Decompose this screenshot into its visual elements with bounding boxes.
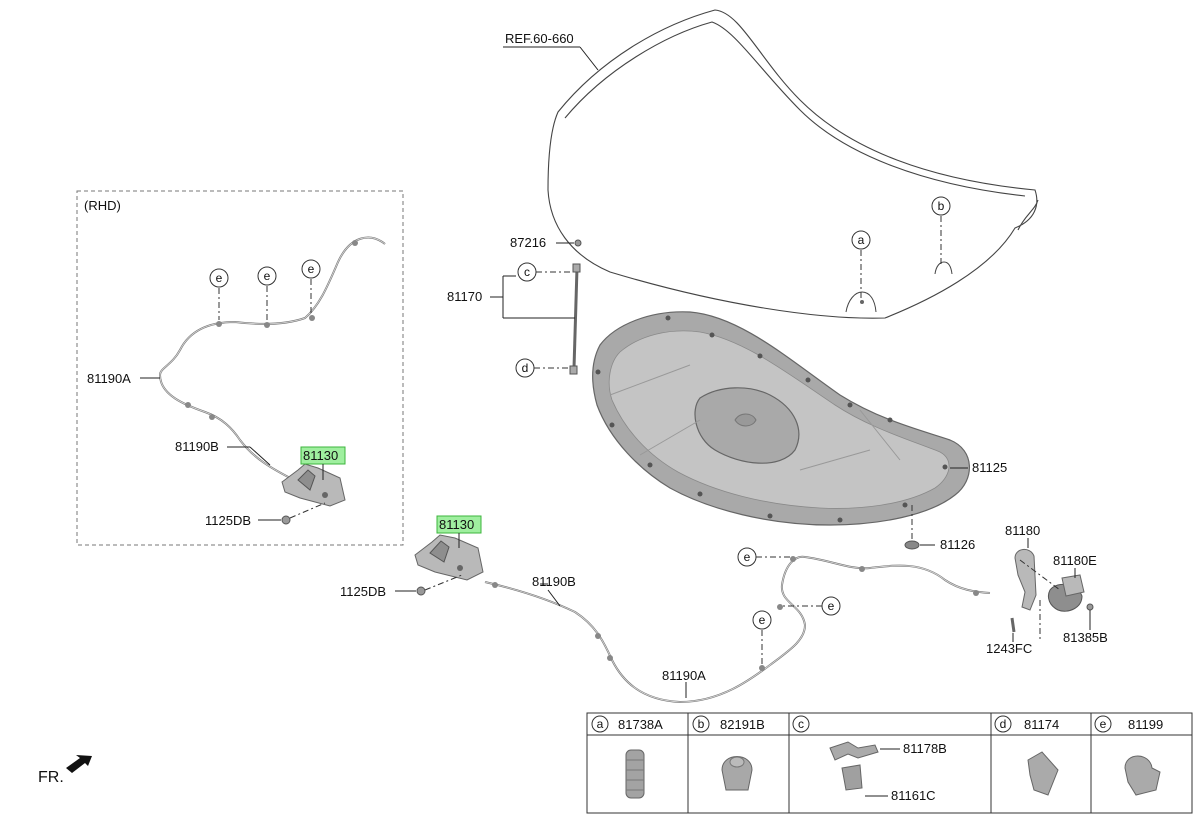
- fastener-legend-table: a 81738A b 82191B c 81178B 81161C d 81: [586, 712, 1193, 814]
- callout-e-rhd-1: e: [209, 268, 229, 320]
- svg-text:81199: 81199: [1128, 717, 1163, 732]
- svg-text:81190A: 81190A: [662, 668, 706, 683]
- svg-text:81130: 81130: [303, 448, 338, 463]
- svg-text:e: e: [1100, 717, 1107, 731]
- svg-text:81190B: 81190B: [175, 439, 219, 454]
- svg-text:81385B: 81385B: [1063, 630, 1108, 645]
- part-81126: 81126: [904, 505, 975, 552]
- svg-text:e: e: [216, 271, 223, 285]
- svg-text:c: c: [524, 265, 530, 279]
- svg-text:81125: 81125: [972, 460, 1007, 475]
- svg-text:FR.: FR.: [38, 769, 64, 786]
- svg-text:a: a: [858, 233, 865, 247]
- svg-text:81174: 81174: [1024, 717, 1059, 732]
- callout-e-lhd-1: e: [737, 547, 790, 567]
- svg-text:(RHD): (RHD): [84, 198, 121, 213]
- svg-text:81190B: 81190B: [532, 574, 576, 589]
- svg-text:81180: 81180: [1005, 523, 1040, 538]
- legend-d: d 81174: [994, 715, 1059, 796]
- svg-text:b: b: [698, 717, 705, 731]
- svg-text:e: e: [828, 599, 835, 613]
- rhd-section: (RHD) e e e 81190A 81190B 81130 1125DB: [76, 190, 404, 546]
- svg-text:1125DB: 1125DB: [340, 584, 386, 599]
- legend-b: b 82191B: [692, 715, 765, 791]
- svg-text:d: d: [1000, 717, 1007, 731]
- hood-latch-81130: 81130 1125DB: [340, 515, 484, 599]
- svg-text:87216: 87216: [510, 235, 546, 250]
- callout-a-hood: a: [851, 230, 871, 298]
- svg-text:81190A: 81190A: [87, 371, 131, 386]
- callout-e-rhd-2: e: [257, 266, 277, 320]
- svg-text:81180E: 81180E: [1053, 553, 1097, 568]
- svg-text:81738A: 81738A: [618, 717, 663, 732]
- svg-text:e: e: [308, 262, 315, 276]
- svg-text:e: e: [759, 613, 766, 627]
- label-81125: 81125: [950, 460, 1007, 475]
- svg-text:81170: 81170: [447, 289, 482, 304]
- callout-e-lhd-2: e: [782, 596, 841, 616]
- ref-text: REF.60-660: [505, 31, 574, 46]
- callout-e-rhd-3: e: [301, 259, 321, 314]
- svg-text:d: d: [522, 361, 529, 375]
- release-cable: 81190B 81190A e e e: [484, 547, 991, 704]
- svg-text:81126: 81126: [940, 537, 975, 552]
- svg-text:e: e: [264, 269, 271, 283]
- hood-stay-rod-81170: 87216 81170 c d: [447, 235, 582, 378]
- hood-panel: [547, 9, 1039, 319]
- svg-text:81130: 81130: [439, 517, 474, 532]
- svg-text:a: a: [597, 717, 604, 731]
- front-direction-indicator: FR.: [38, 755, 92, 786]
- svg-text:82191B: 82191B: [720, 717, 765, 732]
- ref-label: REF.60-660: [503, 31, 599, 71]
- legend-e: e 81199: [1094, 715, 1163, 796]
- release-handle-81180: 81180 81180E 81385B 1243FC: [986, 523, 1108, 656]
- svg-text:e: e: [744, 550, 751, 564]
- hood-insulator-81125: [592, 311, 970, 526]
- svg-text:1243FC: 1243FC: [986, 641, 1032, 656]
- svg-text:81178B: 81178B: [903, 741, 947, 756]
- legend-a: a 81738A: [591, 715, 663, 799]
- callout-e-lhd-3: e: [752, 610, 772, 665]
- svg-text:c: c: [798, 717, 804, 731]
- svg-text:81161C: 81161C: [891, 788, 936, 803]
- svg-text:1125DB: 1125DB: [205, 513, 251, 528]
- svg-text:b: b: [938, 199, 945, 213]
- callout-b-hood: b: [931, 196, 951, 266]
- legend-c: c 81178B 81161C: [792, 715, 947, 803]
